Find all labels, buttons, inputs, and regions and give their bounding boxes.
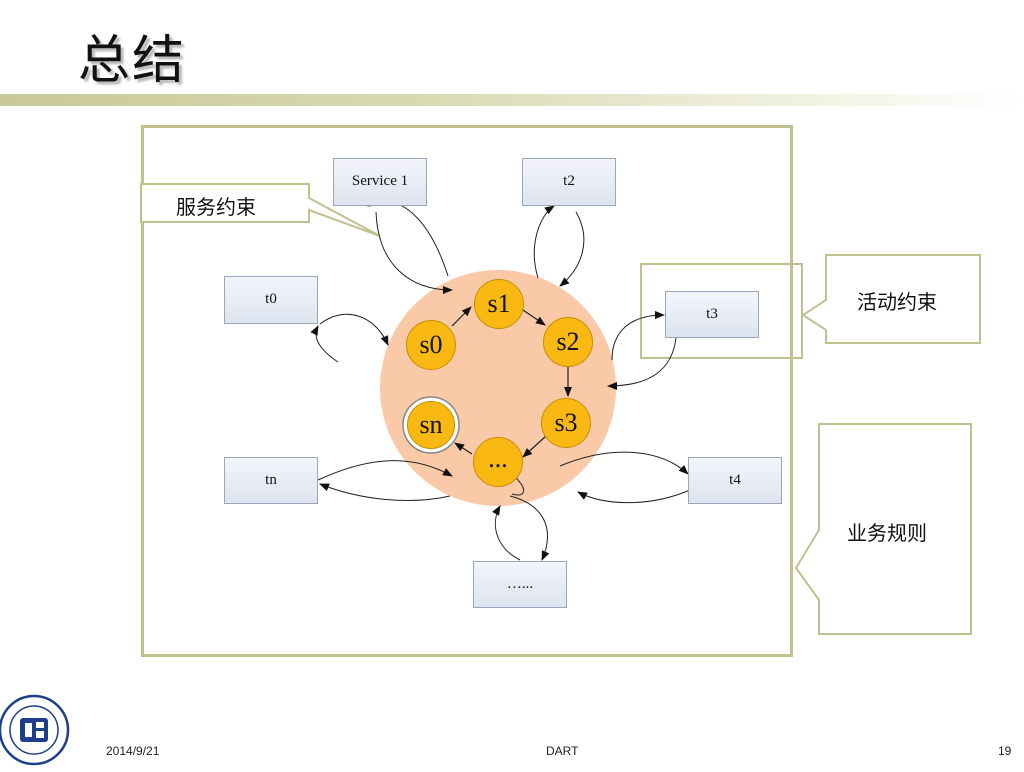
state-s3: s3 — [541, 398, 591, 448]
task-t4: t4 — [688, 457, 782, 504]
state-s2: s2 — [543, 317, 593, 367]
arrow-tn-in — [317, 460, 453, 481]
dots-self-loop — [511, 477, 524, 496]
arrow-dots-sn — [454, 442, 473, 455]
business-callout-shape — [794, 423, 972, 635]
arrow-s1-s2 — [522, 309, 546, 326]
arrow-t4-out — [577, 489, 691, 504]
arrow-more-in — [509, 495, 550, 561]
state-sn: sn — [407, 401, 455, 449]
arrow-t3-out — [607, 337, 677, 390]
arrow-t0-out — [310, 325, 339, 363]
footer-page-number: 19 — [998, 744, 1012, 758]
task-t0: t0 — [224, 276, 318, 324]
arrow-t2-in — [559, 211, 585, 287]
footer-date: 2014/9/21 — [106, 744, 160, 758]
arrow-t3-in — [611, 311, 665, 361]
activity-highlight-box — [640, 263, 803, 359]
activity-constraint-label: 活动约束 — [857, 290, 937, 314]
arrow-t4-in — [559, 451, 689, 475]
task-service1: Service 1 — [333, 158, 427, 206]
business-rule-label: 业务规则 — [847, 521, 927, 545]
arrow-t0-in — [319, 313, 389, 346]
slide-title: 总结 — [78, 31, 187, 91]
task-more: …... — [473, 561, 567, 608]
state-s0: s0 — [406, 320, 456, 370]
arrow-tn-out — [319, 483, 451, 501]
university-logo — [0, 694, 70, 766]
state-s1: s1 — [474, 279, 524, 329]
arrow-t2-out — [533, 205, 555, 279]
title-underline-bar — [0, 94, 1024, 106]
arrow-more-out — [492, 505, 521, 561]
task-t3: t3 — [665, 291, 759, 338]
service-callout-shape — [140, 183, 381, 237]
arrow-service1-in — [375, 211, 453, 294]
arrow-s0-s1 — [451, 306, 472, 327]
footer-center: DART — [546, 744, 579, 758]
arrow-s3-dots — [522, 435, 547, 458]
activity-callout-shape — [801, 254, 981, 344]
main-frame — [141, 125, 793, 657]
task-t2: t2 — [522, 158, 616, 206]
service-constraint-label: 服务约束 — [176, 195, 256, 219]
state-dots: ... — [473, 437, 523, 487]
task-tn: tn — [224, 457, 318, 504]
